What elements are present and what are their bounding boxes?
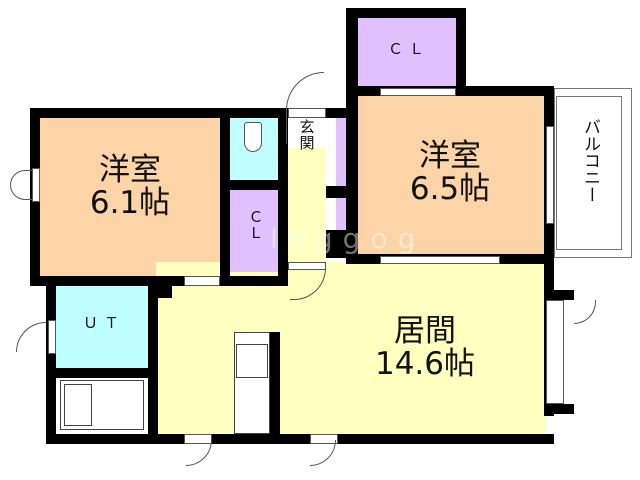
wall: [148, 284, 158, 444]
bathtub-inner: [64, 384, 92, 426]
room-label-utility: ＵＴ: [82, 314, 125, 332]
wall: [30, 276, 288, 286]
door-swing[interactable]: [186, 440, 212, 466]
window: [32, 168, 40, 202]
wall: [30, 108, 288, 118]
closet-label-l: Ｌ: [248, 223, 264, 242]
door-frame: [184, 276, 220, 286]
western-room-1: [40, 118, 220, 278]
toilet-fixture: [244, 122, 262, 152]
room-label-living: 居間 14.6帖: [350, 315, 500, 380]
wall: [220, 108, 230, 284]
door-swing[interactable]: [16, 322, 46, 352]
window: [380, 256, 500, 264]
western-room-2: [358, 96, 546, 254]
hallway: [288, 146, 326, 266]
living-room: [156, 262, 546, 434]
wall: [346, 8, 466, 18]
kitchen-counter: [234, 332, 270, 434]
wall: [544, 290, 574, 300]
closet-strip-1: [336, 118, 348, 186]
room-label-western-1: 洋室 6.1帖: [70, 154, 190, 219]
wall: [544, 404, 574, 414]
closet-label-c: Ｃ: [248, 208, 264, 226]
window: [546, 300, 564, 404]
entrance-char-1: 玄: [299, 118, 315, 136]
utility: [56, 284, 148, 368]
room-label-closet-top: ＣＬ: [387, 40, 430, 58]
door-swing[interactable]: [310, 440, 336, 466]
room-label-entrance: 玄 関: [290, 118, 324, 152]
room-label-closet-middle: Ｃ Ｌ: [232, 208, 280, 242]
wall: [46, 368, 156, 378]
wall: [544, 86, 554, 416]
window: [48, 320, 56, 354]
wall: [278, 108, 288, 284]
bathtub: [60, 380, 144, 430]
window: [380, 88, 456, 96]
room-name: 居間: [394, 313, 456, 349]
room-label-western-2: 洋室 6.5帖: [390, 140, 510, 205]
watermark: loggog: [270, 222, 426, 255]
closet-top: [358, 16, 456, 88]
door-swing[interactable]: [10, 170, 32, 200]
wall: [326, 186, 358, 198]
wall: [326, 108, 358, 118]
balcony: [554, 88, 632, 258]
closet-middle: [230, 190, 280, 272]
room-name: 洋室: [99, 152, 161, 188]
room-size: 6.1帖: [89, 184, 171, 221]
wall: [148, 284, 172, 298]
kitchen-sink: [236, 344, 268, 378]
window: [546, 126, 554, 224]
wall: [46, 434, 554, 444]
room-size: 6.5帖: [409, 170, 491, 207]
balcony-inner: [556, 96, 622, 250]
door-swing[interactable]: [574, 300, 596, 324]
closet-strip-2: [336, 198, 348, 230]
wall: [46, 284, 56, 444]
room-size: 14.6帖: [374, 345, 476, 382]
wall: [270, 332, 280, 434]
room-label-balcony: バルコニー: [580, 118, 600, 203]
wall: [228, 180, 280, 190]
wall: [326, 230, 358, 258]
entrance-char-2: 関: [299, 133, 315, 152]
room-name: 洋室: [419, 138, 481, 174]
wall: [346, 8, 358, 258]
wall: [456, 8, 466, 96]
